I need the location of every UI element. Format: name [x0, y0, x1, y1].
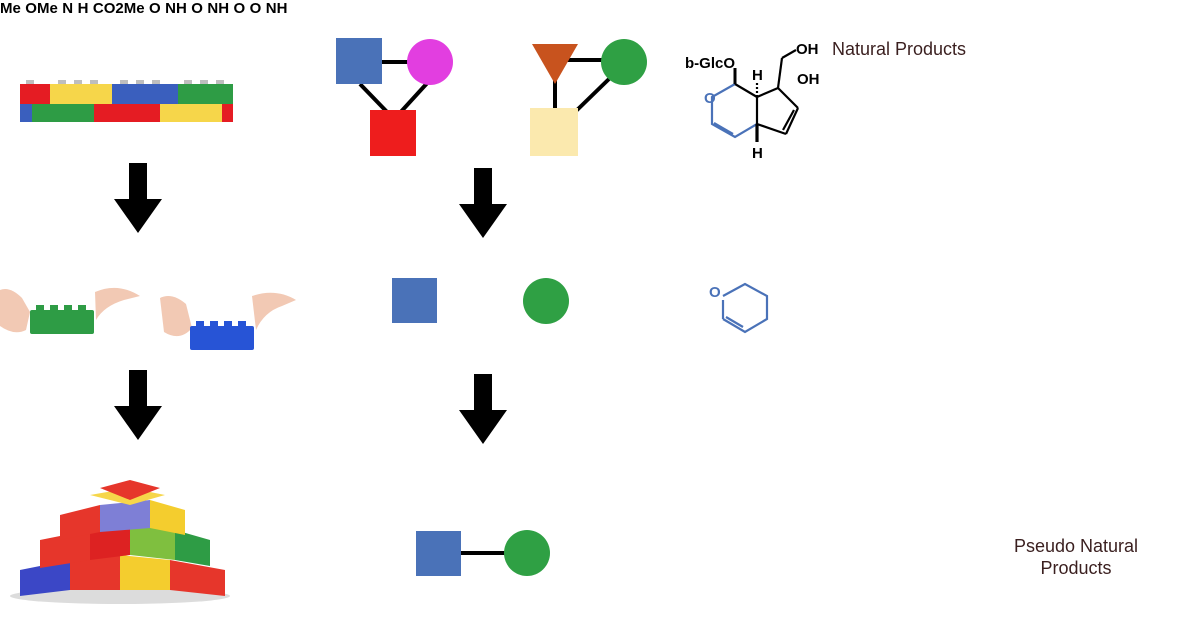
blue-square [336, 38, 382, 84]
me-label: Me [0, 0, 21, 17]
oh-top-label: OH [796, 41, 819, 58]
spiro-o-label: O [233, 0, 246, 17]
n-ring-label: N [62, 0, 74, 17]
natural-product-1-structure [710, 49, 799, 142]
dihydropyran-o-label: O [709, 284, 721, 301]
down-arrow [114, 370, 162, 440]
down-arrow [459, 168, 507, 238]
fragment-o-label: O [191, 0, 203, 17]
h-label-b: H [752, 145, 763, 162]
blue-square-fragment [392, 278, 437, 323]
hand-holding-brick-image [0, 287, 140, 334]
co2me-label: CO2Me [92, 0, 145, 17]
nh-label: NH [165, 0, 187, 17]
lego-bricks-image [20, 80, 233, 122]
shape-graph-1 [336, 38, 453, 156]
down-arrow: O NH O O NH Natural Products Pseudo Natu… [191, 0, 1138, 578]
hand-holding-brick-image [160, 292, 296, 350]
down-arrow [459, 374, 507, 444]
green-circle [601, 39, 647, 85]
h-label-a: H [752, 67, 763, 84]
down-arrow: O NH O O NH Natural Products Pseudo Natu… [191, 0, 1138, 578]
cream-square [530, 108, 578, 156]
natural-products-label: Natural Products [832, 39, 967, 59]
spiro-nh-label: NH [265, 0, 288, 17]
oxindole-o-label: O [149, 0, 161, 17]
spiro-ketone-o-label: O [249, 0, 262, 17]
glc-label: b-GlcO [685, 55, 735, 72]
pyran-o-label: O [704, 90, 716, 107]
shape-graph-2 [530, 39, 647, 156]
green-circle-fragment [523, 278, 569, 324]
pseudo-natural-products-line1: Pseudo Natural [1013, 536, 1139, 556]
shape-graph-combined [416, 530, 550, 576]
h-label-c: H [77, 0, 89, 17]
dihydropyran-fragment [721, 282, 769, 334]
ome-label: OMe [25, 0, 58, 17]
down-arrow [114, 163, 162, 233]
lego-pyramid-image [10, 480, 230, 604]
magenta-circle [407, 39, 453, 85]
pseudo-natural-products-label: Pseudo Natural Products [996, 535, 1156, 579]
orange-triangle [532, 44, 578, 84]
oh-label: OH [797, 71, 820, 88]
red-square [370, 110, 416, 156]
fragment-nh-label: NH [207, 0, 230, 17]
pseudo-natural-products-line2: Products [1040, 558, 1112, 578]
